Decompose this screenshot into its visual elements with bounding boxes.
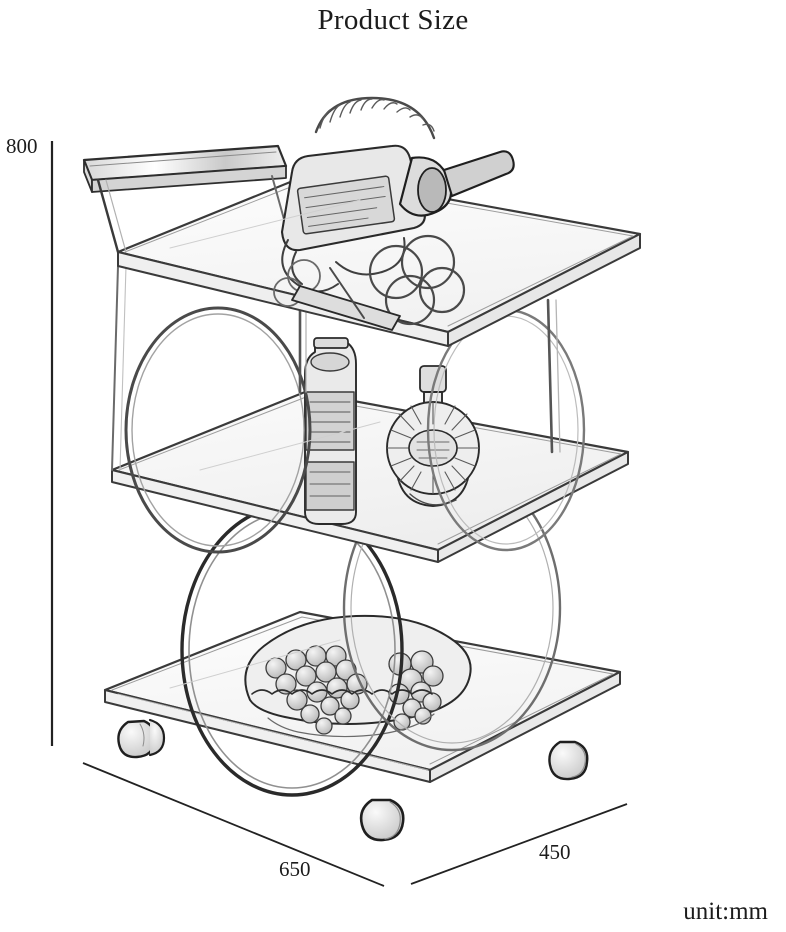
wine-bottle-holder	[273, 96, 515, 331]
frame-supports	[111, 265, 561, 471]
bottle-round-right	[386, 365, 480, 507]
dimension-lines	[50, 141, 628, 887]
depth-dimension-line	[82, 762, 385, 887]
page-title: Product Size	[317, 4, 469, 36]
width-dimension-label: 450	[539, 840, 571, 864]
height-dimension-label: 800	[6, 134, 38, 158]
depth-dimension-label: 650	[279, 857, 311, 881]
caster-back-right	[548, 740, 589, 781]
bottle-tall-left	[304, 337, 357, 525]
caster-front-center	[359, 798, 405, 842]
handle-rail	[82, 144, 293, 254]
unit-label: unit:mm	[683, 898, 768, 925]
casters	[117, 718, 589, 842]
side-ring-upper-front	[124, 306, 312, 554]
width-dimension-line	[410, 803, 628, 885]
glass-reflections	[169, 199, 381, 689]
caster-front-left	[117, 718, 166, 759]
